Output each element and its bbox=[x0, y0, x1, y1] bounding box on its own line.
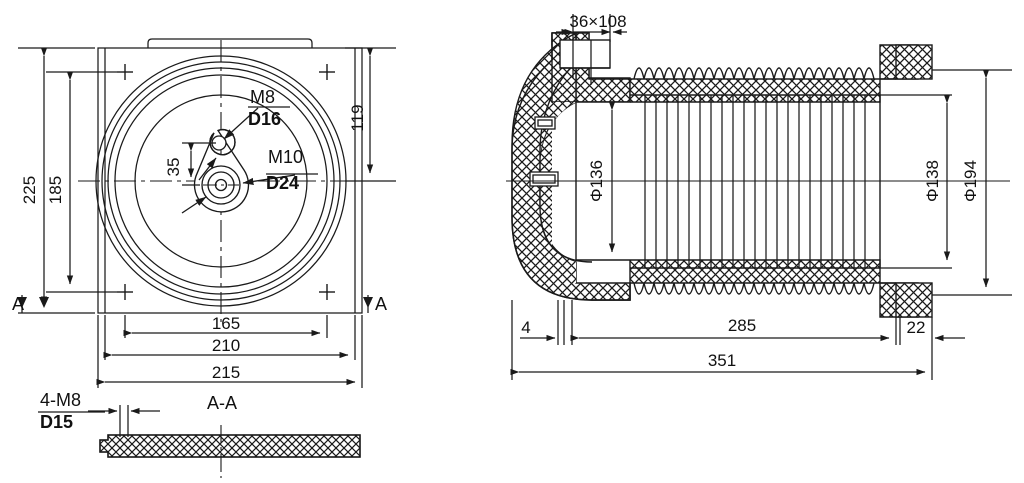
dim-label-165: 165 bbox=[212, 314, 240, 333]
dim-label-210: 210 bbox=[212, 336, 240, 355]
dim-label-185: 185 bbox=[46, 176, 65, 204]
dim-165 bbox=[123, 315, 328, 338]
dim-185 bbox=[46, 71, 117, 293]
dim-label-35: 35 bbox=[164, 158, 183, 177]
section-view-body bbox=[506, 31, 1010, 318]
callout-m10: M10 bbox=[268, 147, 303, 167]
front-leader-lines bbox=[181, 107, 296, 214]
callout-4-m8: 4-M8 bbox=[40, 390, 81, 410]
aa-view-label: A-A bbox=[207, 393, 237, 413]
dim-phi138 bbox=[880, 94, 952, 269]
dim-35 bbox=[182, 142, 216, 186]
dim-label-phi138: Φ138 bbox=[923, 160, 942, 202]
dim-285 bbox=[570, 300, 897, 345]
dim-label-36x108: 36×108 bbox=[569, 12, 626, 31]
dim-4 bbox=[511, 300, 565, 380]
dim-119 bbox=[345, 47, 396, 182]
dim-36x108 bbox=[556, 14, 627, 85]
shell-nose-filler bbox=[540, 102, 576, 283]
section-mark-right-A: A bbox=[375, 294, 387, 314]
aa-thickness-dim bbox=[88, 405, 160, 437]
callout-m8: M8 bbox=[250, 87, 275, 107]
callout-d15: D15 bbox=[40, 412, 73, 432]
a-a-section-view bbox=[38, 405, 361, 478]
dim-label-phi194: Φ194 bbox=[961, 160, 980, 202]
section-mark-left-A: A bbox=[12, 294, 24, 314]
dim-label-119: 119 bbox=[348, 104, 367, 131]
top-notch-feature bbox=[559, 39, 611, 69]
section-arrow-left-inner bbox=[39, 297, 49, 308]
section-arrow-right bbox=[363, 295, 373, 313]
dim-label-225: 225 bbox=[20, 176, 39, 204]
nose-outer-contour bbox=[511, 33, 631, 301]
dim-210 bbox=[103, 315, 356, 360]
dim-label-phi136: Φ136 bbox=[587, 160, 606, 202]
section-arrow-left bbox=[17, 295, 27, 313]
front-view bbox=[17, 38, 396, 388]
callout-d16: D16 bbox=[248, 109, 281, 129]
dim-phi194 bbox=[932, 69, 1012, 296]
external-ribs-top bbox=[633, 67, 875, 80]
dim-label-22: 22 bbox=[907, 318, 926, 337]
dim-225 bbox=[18, 47, 95, 314]
inner-cavity-edges bbox=[576, 101, 630, 261]
nose-inner-contour bbox=[539, 33, 593, 263]
dim-215 bbox=[96, 315, 363, 388]
dim-label-285: 285 bbox=[728, 316, 756, 335]
dim-label-215: 215 bbox=[212, 363, 240, 382]
corner-bolt-marks bbox=[117, 64, 335, 300]
callout-d24: D24 bbox=[266, 173, 299, 193]
dim-label-351: 351 bbox=[708, 351, 736, 370]
section-view-dimensions bbox=[510, 14, 1012, 380]
nose-contact-slots bbox=[529, 116, 559, 187]
dim-label-4: 4 bbox=[521, 318, 530, 337]
dim-22 bbox=[899, 317, 965, 380]
external-ribs-bottom bbox=[633, 282, 875, 295]
aa-plate-hatched bbox=[99, 434, 361, 458]
right-flange bbox=[880, 44, 933, 318]
